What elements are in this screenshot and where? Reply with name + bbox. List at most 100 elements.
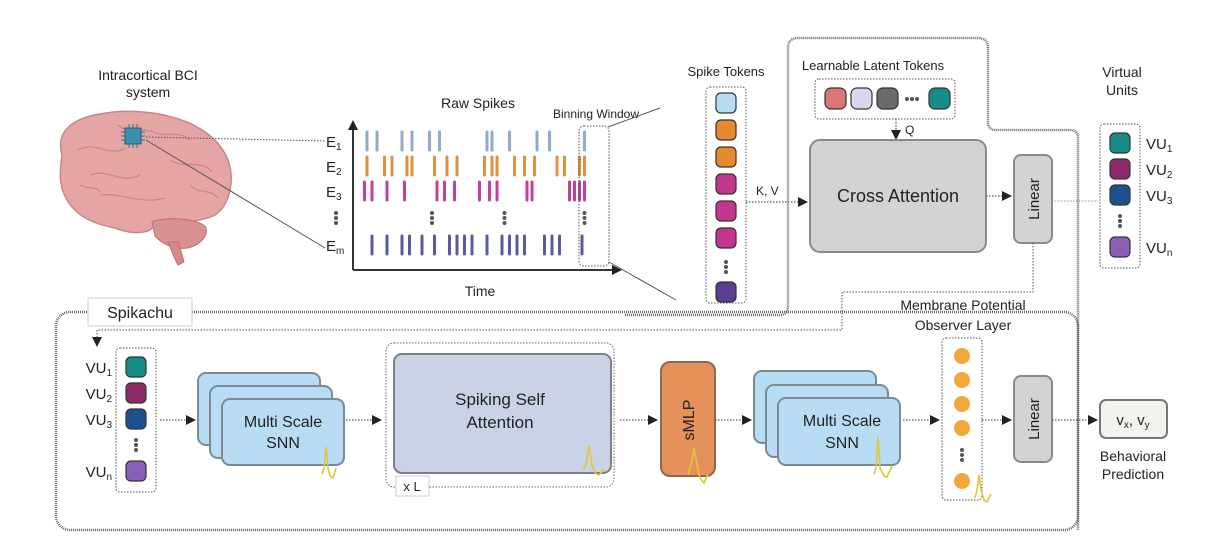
virtual-unit-label: VU3 bbox=[1146, 188, 1173, 207]
linear-label-decoder: Linear bbox=[1026, 398, 1043, 440]
virtual-units-title-line1: Virtual bbox=[1102, 64, 1141, 80]
spike-waveform-icon bbox=[687, 447, 709, 485]
spike-waveform-icon bbox=[974, 474, 992, 504]
encoder-region: Learnable Latent Tokens Q K, V Cross Att… bbox=[92, 36, 1098, 530]
spike-token bbox=[715, 146, 737, 168]
latent-token bbox=[876, 87, 899, 110]
virtual-unit-token bbox=[125, 356, 147, 378]
chip-icon bbox=[121, 124, 145, 148]
virtual-unit-token bbox=[1109, 158, 1131, 180]
msnn1-label-line2: SNN bbox=[266, 435, 300, 452]
channel-label: E3 bbox=[326, 184, 342, 203]
latent-token bbox=[928, 87, 951, 110]
virtual-unit-label: VU1 bbox=[1146, 136, 1173, 155]
output-label: vx, vy bbox=[1116, 412, 1149, 431]
virtual-unit-label: VUn bbox=[1146, 240, 1172, 259]
spike-row: Em bbox=[326, 234, 584, 257]
ssa-label-line1: Spiking Self bbox=[455, 390, 545, 409]
observer-title-line2: Observer Layer bbox=[915, 317, 1012, 333]
msnn2-label-line2: SNN bbox=[825, 435, 859, 452]
virtual-unit-label: VU2 bbox=[1146, 162, 1173, 181]
spiking-self-attention-block bbox=[393, 353, 612, 474]
repeat-box bbox=[385, 342, 615, 488]
spike-token bbox=[715, 173, 737, 195]
linear-block-decoder bbox=[1013, 375, 1053, 463]
ellipsis-icon bbox=[502, 211, 507, 225]
latent-token bbox=[824, 87, 847, 110]
observer-title-line1: Membrane Potential bbox=[900, 297, 1025, 313]
observer-node bbox=[954, 420, 970, 436]
connector-line bbox=[608, 261, 677, 301]
spike-token bbox=[715, 119, 737, 141]
virtual-unit-token bbox=[1109, 236, 1131, 258]
virtual-unit-token bbox=[125, 382, 147, 404]
output-box bbox=[1099, 399, 1168, 439]
spike-tokens-panel: Spike Tokens bbox=[687, 64, 765, 304]
latent-tokens-title: Learnable Latent Tokens bbox=[802, 58, 945, 73]
spike-waveform-icon bbox=[873, 436, 893, 478]
prediction-label-line1: Behavioral bbox=[1100, 448, 1166, 464]
virtual-unit-token bbox=[125, 460, 147, 482]
virtual-units-box bbox=[1099, 123, 1141, 269]
virtual-unit-token bbox=[125, 408, 147, 430]
prediction-label-line2: Prediction bbox=[1102, 466, 1164, 482]
raw-spikes-title: Raw Spikes bbox=[441, 95, 515, 111]
observer-node bbox=[954, 473, 970, 489]
observer-box bbox=[941, 337, 983, 501]
observer-node bbox=[954, 396, 970, 412]
spike-row: E2 bbox=[326, 155, 586, 178]
spike-waveform-icon bbox=[321, 446, 337, 480]
virtual-unit-label: VU3 bbox=[86, 412, 113, 431]
virtual-units-title-line2: Units bbox=[1106, 82, 1138, 98]
spikachu-title-box bbox=[87, 297, 193, 327]
channel-label: Em bbox=[326, 238, 344, 257]
ellipsis-icon bbox=[905, 97, 919, 101]
q-label: Q bbox=[905, 123, 914, 137]
smlp-label: sMLP bbox=[681, 400, 698, 441]
channel-label: E2 bbox=[326, 159, 342, 178]
multi-scale-snn-block-2: Multi Scale SNN bbox=[753, 370, 901, 478]
spikachu-boundary bbox=[54, 310, 1080, 532]
observer-node bbox=[954, 372, 970, 388]
virtual-unit-label: VUn bbox=[86, 464, 112, 483]
linear-label-encoder: Linear bbox=[1026, 178, 1043, 220]
ellipsis-icon bbox=[134, 438, 138, 452]
spikachu-title: Spikachu bbox=[107, 305, 173, 322]
virtual-unit-label: VU1 bbox=[86, 360, 113, 379]
latent-tokens-box bbox=[814, 78, 956, 120]
binning-window-label: Binning Window bbox=[553, 107, 639, 121]
spike-waveform-icon bbox=[582, 445, 605, 476]
kv-label: K, V bbox=[756, 184, 779, 198]
ssa-label-line2: Attention bbox=[466, 413, 533, 432]
virtual-unit-label: VU2 bbox=[86, 386, 113, 405]
smlp-block: sMLP bbox=[660, 361, 716, 485]
spike-token bbox=[715, 92, 737, 114]
spike-row: E1 bbox=[326, 130, 586, 153]
feedback-arrow bbox=[92, 243, 1034, 347]
virtual-unit-token bbox=[1109, 184, 1131, 206]
cross-attention-label: Cross Attention bbox=[837, 186, 959, 206]
ellipsis-icon bbox=[724, 260, 728, 274]
encoder-boundary bbox=[625, 36, 1080, 530]
ellipsis-icon bbox=[960, 448, 964, 462]
repeat-label-box bbox=[395, 475, 430, 497]
repeat-label: x L bbox=[403, 479, 420, 494]
msnn1-label-line1: Multi Scale bbox=[244, 414, 322, 431]
binning-window-box bbox=[578, 125, 610, 267]
observer-node bbox=[954, 348, 970, 364]
brain-icon bbox=[59, 110, 232, 266]
multi-scale-snn-block-1: Multi Scale SNN bbox=[197, 372, 345, 480]
ellipsis-icon bbox=[582, 211, 587, 225]
spike-token bbox=[715, 227, 737, 249]
spike-token bbox=[715, 281, 737, 303]
bci-title-line1: Intracortical BCI bbox=[98, 67, 198, 83]
spike-row: E3 bbox=[326, 180, 586, 203]
virtual-unit-token bbox=[1109, 132, 1131, 154]
spike-tokens-title: Spike Tokens bbox=[687, 64, 765, 79]
behavioral-prediction: vx, vy Behavioral Prediction bbox=[1099, 399, 1168, 482]
bci-section: Intracortical BCI system bbox=[59, 67, 326, 266]
